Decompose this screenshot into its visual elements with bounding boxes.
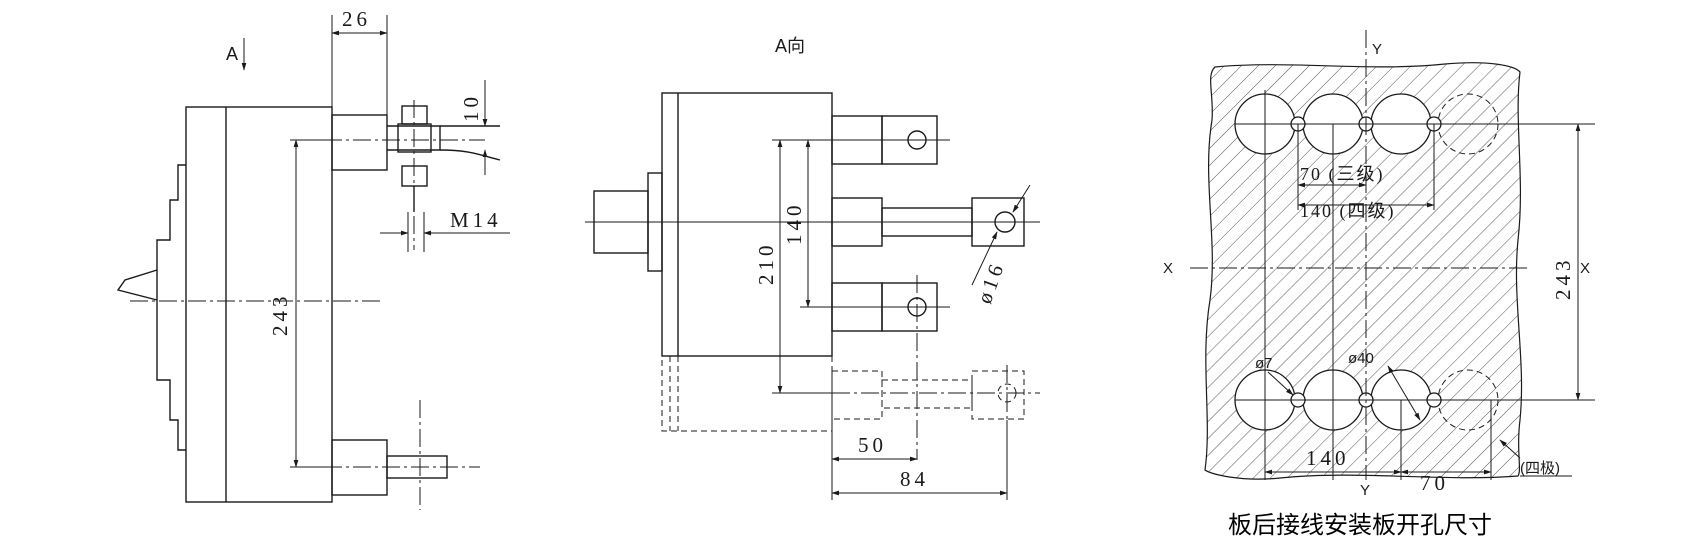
dim-10: 10 — [459, 93, 483, 122]
a-view: A向 — [585, 36, 1040, 500]
terminal-2 — [831, 197, 1025, 247]
axis-x-right: X — [1580, 260, 1590, 277]
note-four-pole: (四极) — [1520, 460, 1560, 477]
dim-84: 84 — [900, 467, 929, 491]
a-view-title: A向 — [775, 36, 805, 56]
dim-70-bottom: 70 — [1420, 471, 1449, 495]
dim-210: 210 — [754, 242, 778, 286]
dim-50: 50 — [858, 433, 887, 457]
axis-y-bottom: Y — [1360, 482, 1370, 499]
terminal-3 — [831, 275, 950, 460]
cutout-caption: 板后接线安装板开孔尺寸 — [1228, 512, 1492, 539]
dim-140-a: 140 — [782, 202, 806, 246]
terminal-1 — [831, 115, 950, 165]
side-view: 26 10 M14 243 A — [116, 7, 510, 510]
dim-70-three: 70 (三级) — [1300, 164, 1385, 185]
panel-cutout: Y Y X X 70 (三级) 140 (四级) 243 ø7 ø40 140 … — [1163, 30, 1595, 539]
breaker-body-side — [116, 106, 380, 503]
dim-m14: M14 — [450, 208, 502, 232]
view-marker-a: A — [226, 44, 238, 64]
dim-phi7: ø7 — [1255, 355, 1273, 372]
dim-140-four: 140 (四级) — [1300, 201, 1396, 222]
dim-phi16: ø16 — [972, 258, 1009, 307]
mounting-plate — [1204, 62, 1523, 480]
dim-phi40: ø40 — [1348, 350, 1374, 367]
axis-x-left: X — [1163, 260, 1173, 277]
lower-terminal — [295, 400, 480, 510]
dim-140-bottom: 140 — [1306, 446, 1350, 470]
dim-243-side: 243 — [268, 293, 292, 337]
dim-243-panel: 243 — [1551, 257, 1575, 301]
axis-y-top: Y — [1372, 41, 1382, 58]
dim-26: 26 — [342, 7, 371, 31]
